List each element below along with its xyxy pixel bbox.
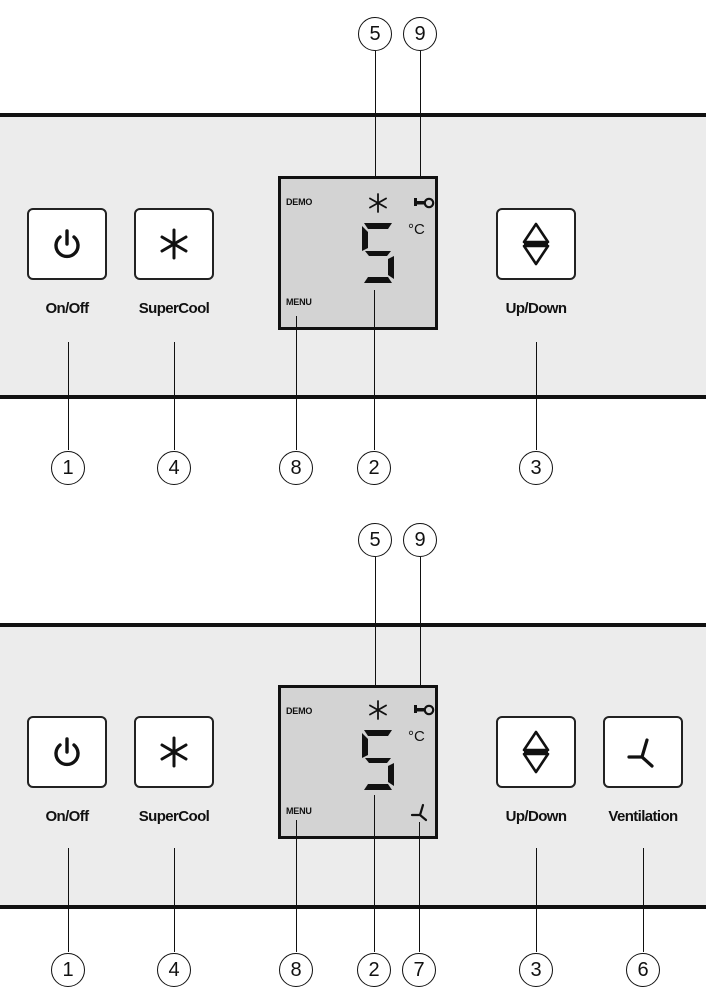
unit-celsius: °C: [408, 728, 425, 745]
supercool-button[interactable]: [134, 208, 214, 280]
seven-segment-digit: [362, 223, 394, 283]
snowflake-icon: [160, 736, 188, 768]
leader-line-2: [374, 290, 375, 450]
callout-4: 4: [157, 953, 191, 987]
callout-8: 8: [279, 451, 313, 485]
leader-line-8: [296, 820, 297, 952]
on-off-button[interactable]: [27, 716, 107, 788]
supercool-label: SuperCool: [138, 300, 210, 317]
demo-indicator: DEMO: [286, 197, 313, 207]
display-screen-top: DEMO °C MENU: [278, 176, 438, 330]
callout-7: 7: [402, 953, 436, 987]
up-down-label: Up/Down: [505, 300, 567, 317]
callout-3: 3: [519, 451, 553, 485]
up-down-arrow-icon: [522, 730, 550, 774]
snowflake-icon: [160, 228, 188, 260]
leader-line-2: [374, 795, 375, 952]
on-off-button[interactable]: [27, 208, 107, 280]
callout-9: 9: [403, 523, 437, 557]
leader-line-3: [536, 342, 537, 450]
ventilation-icon: [627, 738, 654, 768]
leader-line-5: [375, 557, 376, 691]
demo-indicator: DEMO: [286, 706, 313, 716]
callout-6: 6: [626, 953, 660, 987]
ventilation-symbol-icon: [410, 803, 428, 822]
callout-5: 5: [358, 523, 392, 557]
leader-line-1: [68, 342, 69, 450]
callout-9: 9: [403, 17, 437, 51]
leader-line-6: [643, 848, 644, 952]
callout-3: 3: [519, 953, 553, 987]
callout-8: 8: [279, 953, 313, 987]
up-down-button[interactable]: [496, 716, 576, 788]
callout-4: 4: [157, 451, 191, 485]
up-down-button[interactable]: [496, 208, 576, 280]
leader-line-7: [419, 822, 420, 952]
supercool-label: SuperCool: [138, 808, 210, 825]
callout-2: 2: [357, 451, 391, 485]
on-off-label: On/Off: [45, 300, 89, 317]
key-icon: [414, 197, 435, 209]
ventilation-label: Ventilation: [608, 808, 678, 825]
supercool-button[interactable]: [134, 716, 214, 788]
snowflake-symbol-icon: [369, 193, 387, 213]
leader-line-8: [296, 316, 297, 450]
snowflake-symbol-icon: [369, 700, 387, 720]
ventilation-button[interactable]: [603, 716, 683, 788]
up-down-arrow-icon: [522, 222, 550, 266]
seven-segment-digit: [362, 730, 394, 790]
leader-line-4: [174, 848, 175, 952]
leader-line-1: [68, 848, 69, 952]
callout-1: 1: [51, 953, 85, 987]
callout-1: 1: [51, 451, 85, 485]
callout-5: 5: [358, 17, 392, 51]
menu-indicator: MENU: [286, 806, 312, 816]
callout-2: 2: [357, 953, 391, 987]
power-icon: [54, 737, 80, 767]
leader-line-4: [174, 342, 175, 450]
display-screen-bottom: DEMO °C MENU: [278, 685, 438, 839]
up-down-label: Up/Down: [505, 808, 567, 825]
power-icon: [54, 229, 80, 259]
key-icon: [414, 704, 435, 716]
leader-line-9: [420, 557, 421, 691]
menu-indicator: MENU: [286, 297, 312, 307]
leader-line-3: [536, 848, 537, 952]
leader-line-5: [375, 51, 376, 181]
unit-celsius: °C: [408, 221, 425, 238]
leader-line-9: [420, 51, 421, 181]
on-off-label: On/Off: [45, 808, 89, 825]
